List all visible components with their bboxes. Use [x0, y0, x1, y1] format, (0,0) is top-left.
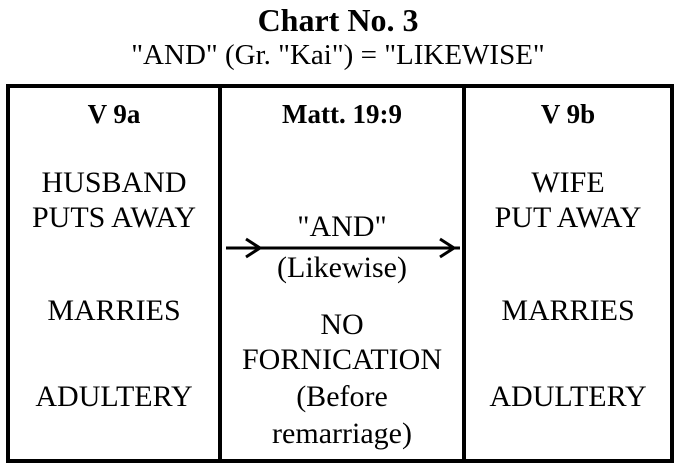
condition-remarriage: remarriage) — [272, 417, 412, 450]
chart-frame: V 9a HUSBAND PUTS AWAY MARRIES ADULTERY … — [6, 84, 674, 463]
v9a-husband: HUSBAND — [41, 166, 187, 199]
v9b-adultery: ADULTERY — [489, 380, 647, 413]
connector-likewise: (Likewise) — [277, 251, 407, 284]
v9b-marries: MARRIES — [501, 294, 635, 327]
double-arrow-icon — [226, 237, 460, 259]
v9b-put-away: PUT AWAY — [494, 201, 642, 234]
v9a-adultery: ADULTERY — [35, 380, 193, 413]
column-divider-right — [462, 88, 466, 459]
v9a-marries: MARRIES — [47, 294, 181, 327]
column-header-v9a: V 9a — [87, 99, 141, 129]
column-header-v9b: V 9b — [540, 99, 596, 129]
condition-before: (Before — [296, 380, 388, 413]
connector-and: "AND" — [297, 210, 387, 243]
column-divider-left — [218, 88, 222, 459]
chart-subtitle: "AND" (Gr. "Kai") = "LIKEWISE" — [131, 39, 545, 71]
v9b-wife: WIFE — [531, 166, 605, 199]
condition-fornication: FORNICATION — [241, 343, 442, 376]
column-header-matt: Matt. 19:9 — [282, 99, 402, 129]
condition-no: NO — [320, 308, 364, 341]
chart-title: Chart No. 3 — [257, 2, 419, 38]
v9a-puts-away: PUTS AWAY — [31, 201, 197, 234]
